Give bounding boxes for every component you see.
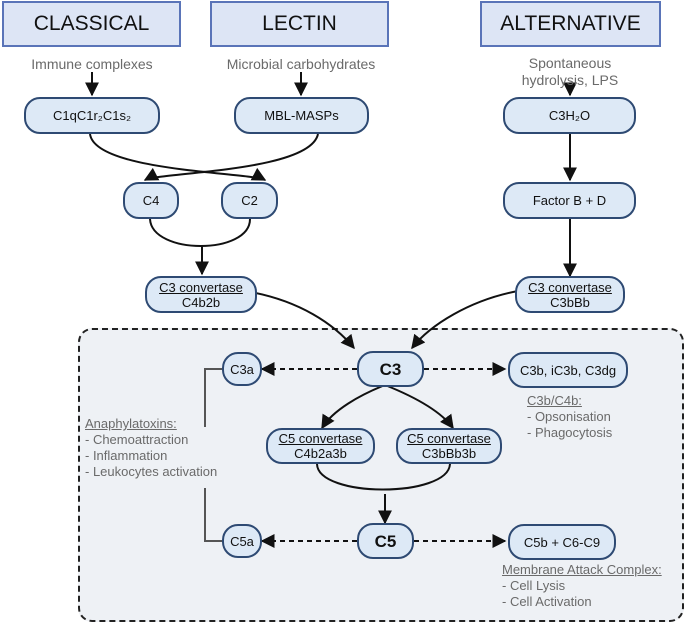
node-c3h2o: C3H₂O xyxy=(503,97,636,134)
c5-convertase-alt-title: C5 convertase xyxy=(407,431,491,446)
note-anaphylatoxins: Anaphylatoxins: - Chemoattraction - Infl… xyxy=(85,416,265,480)
c3-convertase-classical-name: C4b2b xyxy=(181,294,221,310)
bracket-c5a xyxy=(204,488,222,542)
c3b-c4b-item: - Opsonisation xyxy=(527,409,611,424)
c3-convertase-classical-title: C3 convertase xyxy=(159,279,243,295)
arrow-mbl-to-c4 xyxy=(143,133,319,181)
trigger-alt-line2: hydrolysis, LPS xyxy=(521,72,619,88)
header-lectin: LECTIN xyxy=(210,1,389,47)
c3b-c4b-item: - Phagocytosis xyxy=(527,425,613,440)
c3-convertase-alt-name: C3bBb xyxy=(550,294,590,310)
node-c5: C5 xyxy=(357,523,414,559)
bracket-c3a xyxy=(204,368,222,427)
node-mbl-masps: MBL-MASPs xyxy=(234,97,369,134)
node-c4: C4 xyxy=(123,182,179,219)
arrow-c3-to-c5conv-alt xyxy=(384,384,454,430)
node-c5a: C5a xyxy=(222,524,262,558)
node-c3-convertase-classical: C3 convertase C4b2b xyxy=(145,276,257,313)
node-c5b-c9: C5b + C6-C9 xyxy=(508,524,616,560)
join-c5-convertases xyxy=(316,463,451,491)
node-factor-b-d: Factor B + D xyxy=(503,182,636,219)
arrow-alt-convertase-to-c3 xyxy=(411,290,519,350)
arrow-c1q-to-c2 xyxy=(89,133,267,181)
anaphylatoxins-item: - Inflammation xyxy=(85,448,168,463)
c5-convertase-classical-name: C4b2a3b xyxy=(294,446,347,461)
mac-item: - Cell Lysis xyxy=(502,578,566,593)
trigger-alt-line1: Spontaneous xyxy=(528,55,612,71)
node-c5-convertase-alternative: C5 convertase C3bBb3b xyxy=(396,428,502,464)
trigger-microbial-carbohydrates: Microbial carbohydrates xyxy=(226,56,376,72)
header-alternative: ALTERNATIVE xyxy=(480,1,661,47)
node-c3: C3 xyxy=(357,351,424,387)
note-c3b-c4b: C3b/C4b: - Opsonisation - Phagocytosis xyxy=(527,393,667,441)
arrow-c3-to-c5conv-classical xyxy=(321,384,386,430)
anaphylatoxins-heading: Anaphylatoxins: xyxy=(85,416,177,431)
join-c4-c2 xyxy=(149,218,251,247)
c5-convertase-classical-title: C5 convertase xyxy=(278,431,363,446)
node-c3a: C3a xyxy=(222,352,262,386)
node-c5-convertase-classical: C5 convertase C4b2a3b xyxy=(266,428,375,464)
trigger-immune-complexes: Immune complexes xyxy=(31,56,153,72)
anaphylatoxins-item: - Leukocytes activation xyxy=(85,464,218,479)
note-membrane-attack-complex: Membrane Attack Complex: - Cell Lysis - … xyxy=(502,562,682,610)
mac-heading: Membrane Attack Complex: xyxy=(502,562,662,577)
arrow-classical-convertase-to-c3 xyxy=(244,290,355,350)
node-c3-convertase-alternative: C3 convertase C3bBb xyxy=(515,276,625,313)
c5-convertase-alt-name: C3bBb3b xyxy=(421,446,477,461)
header-classical: CLASSICAL xyxy=(2,1,181,47)
anaphylatoxins-item: - Chemoattraction xyxy=(85,432,189,447)
node-c1q-complex: C1qC1r₂C1s₂ xyxy=(24,97,160,134)
mac-item: - Cell Activation xyxy=(502,594,592,609)
node-c2: C2 xyxy=(221,182,278,219)
trigger-spontaneous-hydrolysis: Spontaneous hydrolysis, LPS xyxy=(490,55,650,89)
c3-convertase-alt-title: C3 convertase xyxy=(528,279,612,295)
c3b-c4b-heading: C3b/C4b: xyxy=(527,393,582,408)
node-c3b-products: C3b, iC3b, C3dg xyxy=(508,352,628,388)
